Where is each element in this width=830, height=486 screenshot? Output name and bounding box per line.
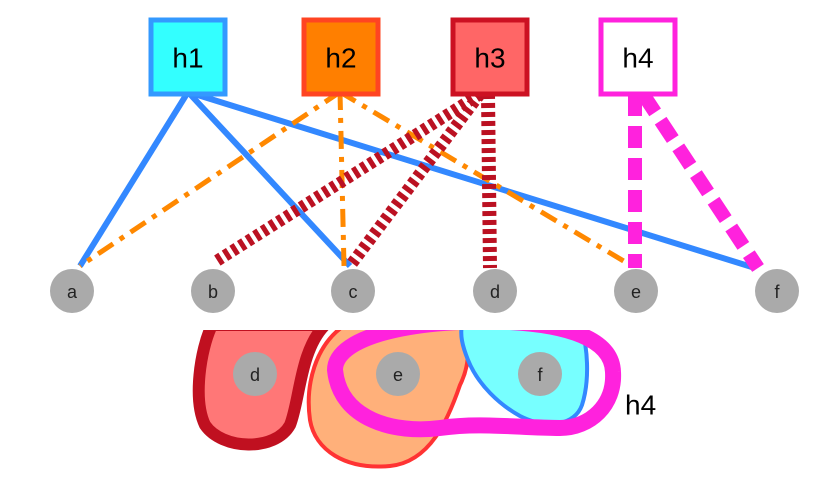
edge-layer xyxy=(77,88,764,272)
region-h4 xyxy=(326,330,622,438)
node-label-e: e xyxy=(631,282,641,302)
node-label-c: c xyxy=(349,282,358,302)
hyperedge-label-h4: h4 xyxy=(622,43,653,74)
node-label-b: b xyxy=(208,282,218,302)
node-d: d xyxy=(473,269,517,313)
hyperedge-label-h3: h3 xyxy=(474,43,505,74)
node-label-a: a xyxy=(67,282,78,302)
edge-h1-c xyxy=(185,89,353,269)
edge-h3-d xyxy=(481,93,497,269)
edge-h3-b xyxy=(211,88,484,268)
bottom-node-label-f: f xyxy=(537,365,543,385)
edge-h3-c xyxy=(345,90,485,270)
edge-h1-a xyxy=(77,90,191,268)
hyperedge-label-h2: h2 xyxy=(325,43,356,74)
region-label-h4: h4 xyxy=(625,390,656,421)
node-c: c xyxy=(331,269,375,313)
node-e: e xyxy=(614,269,658,313)
edge-h1-f xyxy=(187,89,756,271)
bottom-node-label-e: e xyxy=(393,365,403,385)
node-b: b xyxy=(191,269,235,313)
hyperedge-box-h2: h2 xyxy=(301,17,381,97)
node-f: f xyxy=(755,269,799,313)
node-a: a xyxy=(50,269,94,313)
hyperedge-box-h1: h1 xyxy=(148,17,228,97)
edge-h2-a xyxy=(78,89,342,269)
hyperedge-box-h4: h4 xyxy=(598,17,678,97)
hyperedge-label-h1: h1 xyxy=(172,43,203,74)
node-label-f: f xyxy=(774,282,780,302)
node-label-d: d xyxy=(490,282,500,302)
edge-h4-f xyxy=(637,90,764,272)
bottom-node-label-d: d xyxy=(250,365,260,385)
bottom-node-d: d xyxy=(233,352,277,396)
region-h2 xyxy=(306,330,471,469)
hyperedge-box-h3: h3 xyxy=(450,17,530,97)
bottom-node-f: f xyxy=(518,352,562,396)
bottom-node-e: e xyxy=(376,352,420,396)
